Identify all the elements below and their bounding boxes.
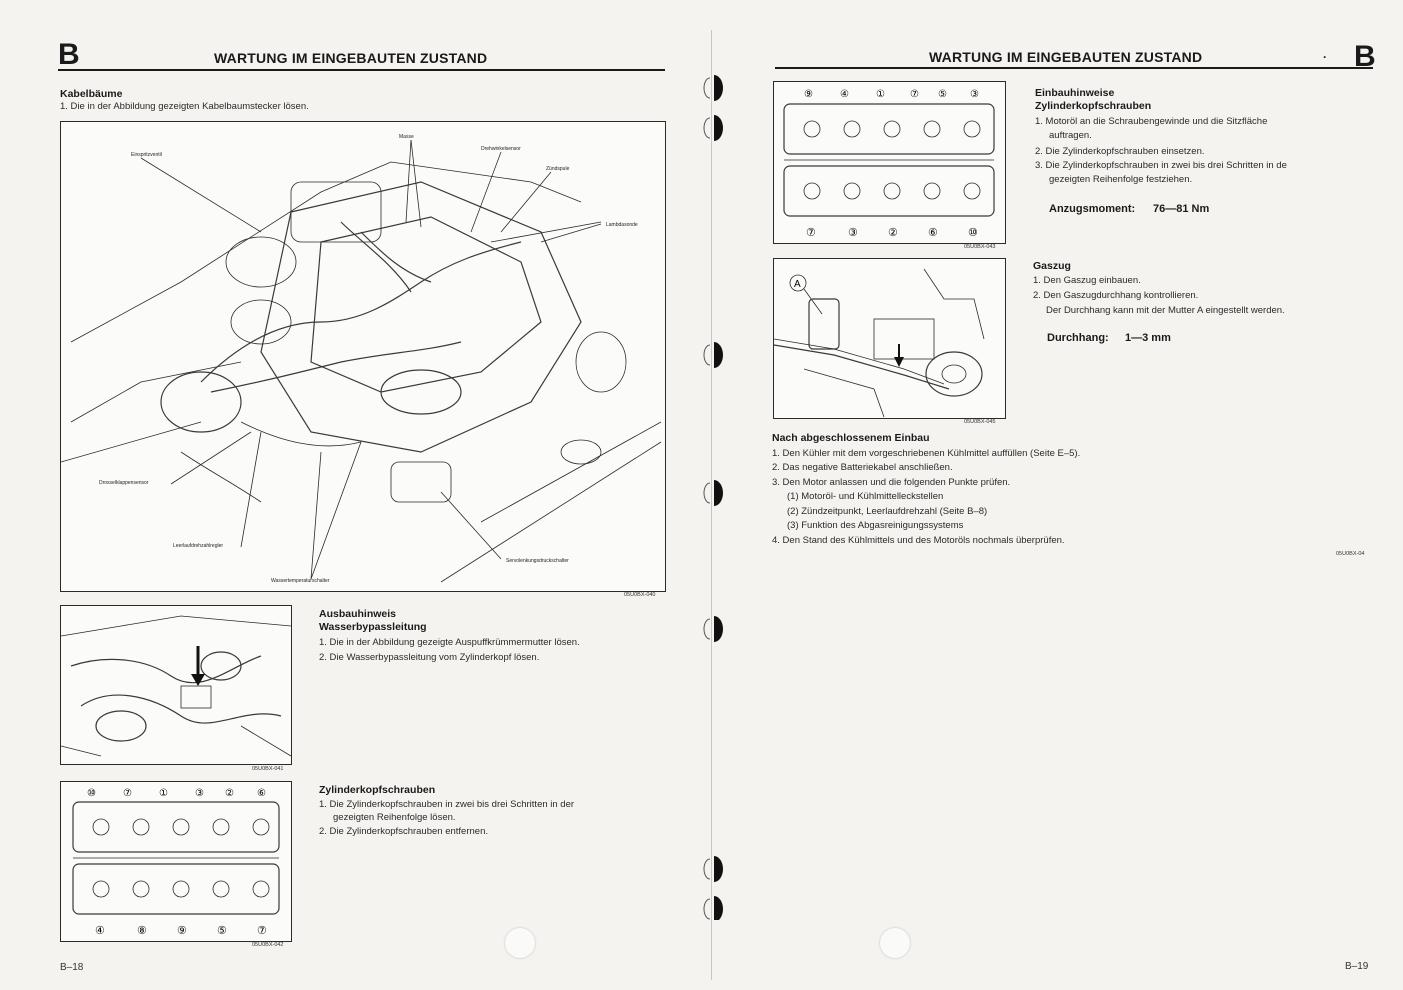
- marker-a: A: [794, 279, 801, 290]
- zylinderkopf-step-1-cont: gezeigten Reihenfolge lösen.: [333, 812, 456, 823]
- label-drehwinkelsensor: Drehwinkelsensor: [481, 146, 521, 152]
- kabelbaeume-title: Kabelbäume: [60, 88, 123, 100]
- ausbau-step-1: 1. Die in der Abbildung gezeigte Auspuff…: [319, 637, 580, 648]
- engine-wiring-figure: Einspritzventil Masse Drehwinkelsensor Z…: [60, 121, 666, 592]
- header-rule-right: [775, 67, 1373, 69]
- einbau-title-2: Zylinderkopfschrauben: [1035, 100, 1152, 112]
- label-drosselklappensensor: Drosselklappensensor: [99, 480, 149, 486]
- loosen-top-num-5: ②: [225, 788, 234, 799]
- figure-code-040: 05U0BX-040: [624, 592, 656, 598]
- nach-einbau-sub-2: (2) Zündzeitpunkt, Leerlaufdrehzahl (Sei…: [787, 506, 988, 517]
- tighten-top-num-2: ④: [840, 89, 849, 100]
- tighten-bottom-num-1: ⑦: [806, 227, 816, 239]
- loosen-bottom-num-5: ⑦: [257, 925, 267, 937]
- torque-label: Anzugsmoment:: [1049, 203, 1136, 215]
- section-letter-right: B: [1354, 40, 1376, 73]
- loosen-bottom-num-1: ④: [95, 925, 105, 937]
- loosen-top-num-1: ⑩: [87, 788, 96, 799]
- einbau-step-3-cont: gezeigten Reihenfolge festziehen.: [1049, 174, 1193, 185]
- tighten-bottom-num-2: ③: [848, 227, 858, 239]
- torque-value: 76—81 Nm: [1153, 203, 1210, 215]
- label-servolenkung: Servolenkungsdruckschalter: [506, 558, 569, 564]
- loosen-top-num-2: ⑦: [123, 788, 132, 799]
- figure-code-041: 05U0BX-041: [252, 766, 284, 772]
- throttle-cable-figure: A: [773, 258, 1006, 419]
- nach-einbau-step-2: 2. Das negative Batteriekabel anschließe…: [772, 462, 953, 473]
- tighten-top-num-5: ⑤: [938, 89, 947, 100]
- ausbau-step-2: 2. Die Wasserbypassleitung vom Zylinderk…: [319, 652, 540, 663]
- einbau-step-1: 1. Motoröl an die Schraubengewinde und d…: [1035, 116, 1268, 127]
- zylinderkopf-step-1: 1. Die Zylinderkopfschrauben in zwei bis…: [319, 799, 575, 810]
- punch-hole-left: [505, 928, 535, 958]
- figure-code-045: 05U0BX-045: [964, 419, 996, 425]
- loosen-top-num-3: ①: [159, 788, 168, 799]
- tighten-top-num-1: ⑨: [804, 89, 813, 100]
- kabelbaeume-step-1: 1. Die in der Abbildung gezeigten Kabelb…: [60, 101, 309, 112]
- gaszug-step-2-note: Der Durchhang kann mit der Mutter A eing…: [1046, 305, 1285, 316]
- gaszug-step-1: 1. Den Gaszug einbauen.: [1033, 275, 1141, 286]
- gaszug-step-2: 2. Den Gaszugdurchhang kontrollieren.: [1033, 290, 1199, 301]
- figure-code-042: 05U0BX-042: [252, 942, 284, 948]
- label-zuendspule: Zündspule: [546, 166, 570, 172]
- header-title-right: WARTUNG IM EINGEBAUTEN ZUSTAND: [929, 49, 1203, 65]
- section-code-04: 05U0BX-04: [1336, 551, 1365, 557]
- label-einspritzventil: Einspritzventil: [131, 152, 162, 158]
- nach-einbau-step-4: 4. Den Stand des Kühlmittels und des Mot…: [772, 535, 1065, 546]
- header-bullet: ·: [1323, 50, 1327, 64]
- page-fold: [711, 30, 712, 980]
- loosen-bottom-num-2: ⑧: [137, 925, 147, 937]
- sag-label: Durchhang:: [1047, 332, 1109, 344]
- tighten-bottom-num-4: ⑥: [928, 227, 938, 239]
- punch-hole-right: [880, 928, 910, 958]
- page-number-left: B–18: [60, 962, 84, 973]
- binder-rings: [703, 75, 723, 920]
- page-number-right: B–19: [1345, 961, 1369, 972]
- section-letter-left: B: [58, 38, 80, 71]
- loosen-bottom-num-4: ⑤: [217, 925, 227, 937]
- figure-code-043: 05U0BX-043: [964, 244, 996, 250]
- label-lambdasonde: Lambdasonde: [606, 222, 638, 228]
- gaszug-title: Gaszug: [1033, 260, 1071, 272]
- nach-einbau-sub-1: (1) Motoröl- und Kühlmittelleckstellen: [787, 491, 944, 502]
- tighten-top-num-3: ①: [876, 89, 885, 100]
- water-bypass-figure: [60, 605, 292, 765]
- einbau-step-1-cont: auftragen.: [1049, 130, 1092, 141]
- loosen-top-num-6: ⑥: [257, 788, 266, 799]
- header-title-left: WARTUNG IM EINGEBAUTEN ZUSTAND: [214, 50, 488, 66]
- header-rule-left: [58, 69, 665, 71]
- label-masse: Masse: [399, 134, 414, 140]
- cylinder-head-tighten-figure: ⑨ ④ ① ⑦ ⑤ ③ ⑦ ③ ② ⑥ ⑩: [773, 81, 1006, 244]
- nach-einbau-sub-3: (3) Funktion des Abgasreinigungssystems: [787, 520, 964, 531]
- label-wassertemperatur: Wassertemperaturschalter: [271, 578, 330, 584]
- einbau-step-3: 3. Die Zylinderkopfschrauben in zwei bis…: [1035, 160, 1287, 171]
- einbau-step-2: 2. Die Zylinderkopfschrauben einsetzen.: [1035, 146, 1205, 157]
- nach-einbau-title: Nach abgeschlossenem Einbau: [772, 432, 930, 444]
- ausbau-title-1: Ausbauhinweis: [319, 608, 397, 620]
- label-leerlaufdrehzahlregler: Leerlaufdrehzahlregler: [173, 543, 223, 549]
- tighten-bottom-num-3: ②: [888, 227, 898, 239]
- ausbau-title-2: Wasserbypassleitung: [319, 621, 427, 633]
- einbau-title-1: Einbauhinweise: [1035, 87, 1115, 99]
- tighten-bottom-num-5: ⑩: [968, 227, 978, 239]
- loosen-top-num-4: ③: [195, 788, 204, 799]
- sag-value: 1—3 mm: [1125, 332, 1171, 344]
- tighten-top-num-6: ③: [970, 89, 979, 100]
- nach-einbau-step-3: 3. Den Motor anlassen und die folgenden …: [772, 477, 1011, 488]
- zylinderkopf-step-2: 2. Die Zylinderkopfschrauben entfernen.: [319, 826, 488, 837]
- tighten-top-num-4: ⑦: [910, 89, 919, 100]
- nach-einbau-step-1: 1. Den Kühler mit dem vorgeschriebenen K…: [772, 448, 1081, 459]
- loosen-bottom-num-3: ⑨: [177, 925, 187, 937]
- zylinderkopf-title: Zylinderkopfschrauben: [319, 784, 436, 796]
- cylinder-head-loosen-figure: ⑩ ⑦ ① ③ ② ⑥ ④ ⑧ ⑨ ⑤ ⑦: [60, 781, 292, 942]
